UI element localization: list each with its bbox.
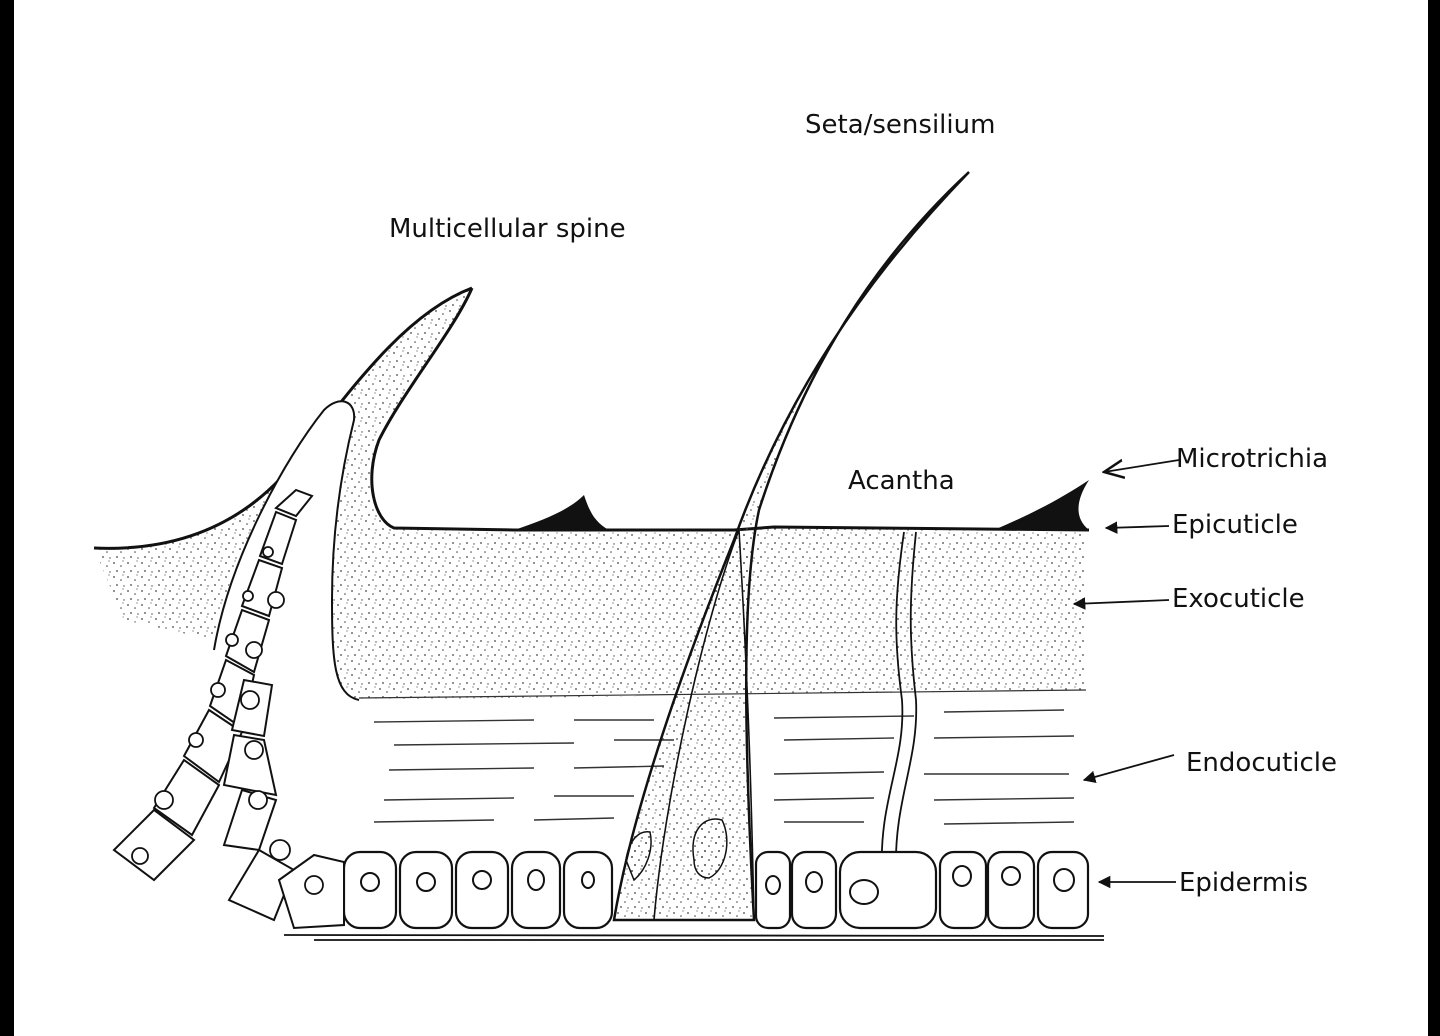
epicuticle-pointer (1106, 526, 1169, 528)
label-multicellular-spine: Multicellular spine (389, 214, 626, 244)
label-epidermis: Epidermis (1179, 868, 1308, 898)
label-seta-sensilium: Seta/sensilium (805, 110, 995, 140)
label-exocuticle: Exocuticle (1172, 584, 1305, 614)
label-epicuticle: Epicuticle (1172, 510, 1298, 540)
endocuticle-pointer (1084, 755, 1174, 780)
microtrichia-spike-right (994, 480, 1089, 530)
diagram-frame: Seta/sensilium Multicellular spine Acant… (14, 0, 1428, 1036)
basement-membrane (284, 935, 1104, 940)
microtrichia-pointer (1104, 460, 1179, 472)
label-microtrichia: Microtrichia (1176, 444, 1328, 474)
microtrichia-spike-left (514, 495, 609, 530)
label-acantha: Acantha (848, 466, 955, 496)
label-pointers (1074, 460, 1179, 882)
epicuticle-layer (514, 480, 1089, 530)
label-endocuticle: Endocuticle (1186, 748, 1337, 778)
exocuticle-pointer (1074, 600, 1169, 604)
